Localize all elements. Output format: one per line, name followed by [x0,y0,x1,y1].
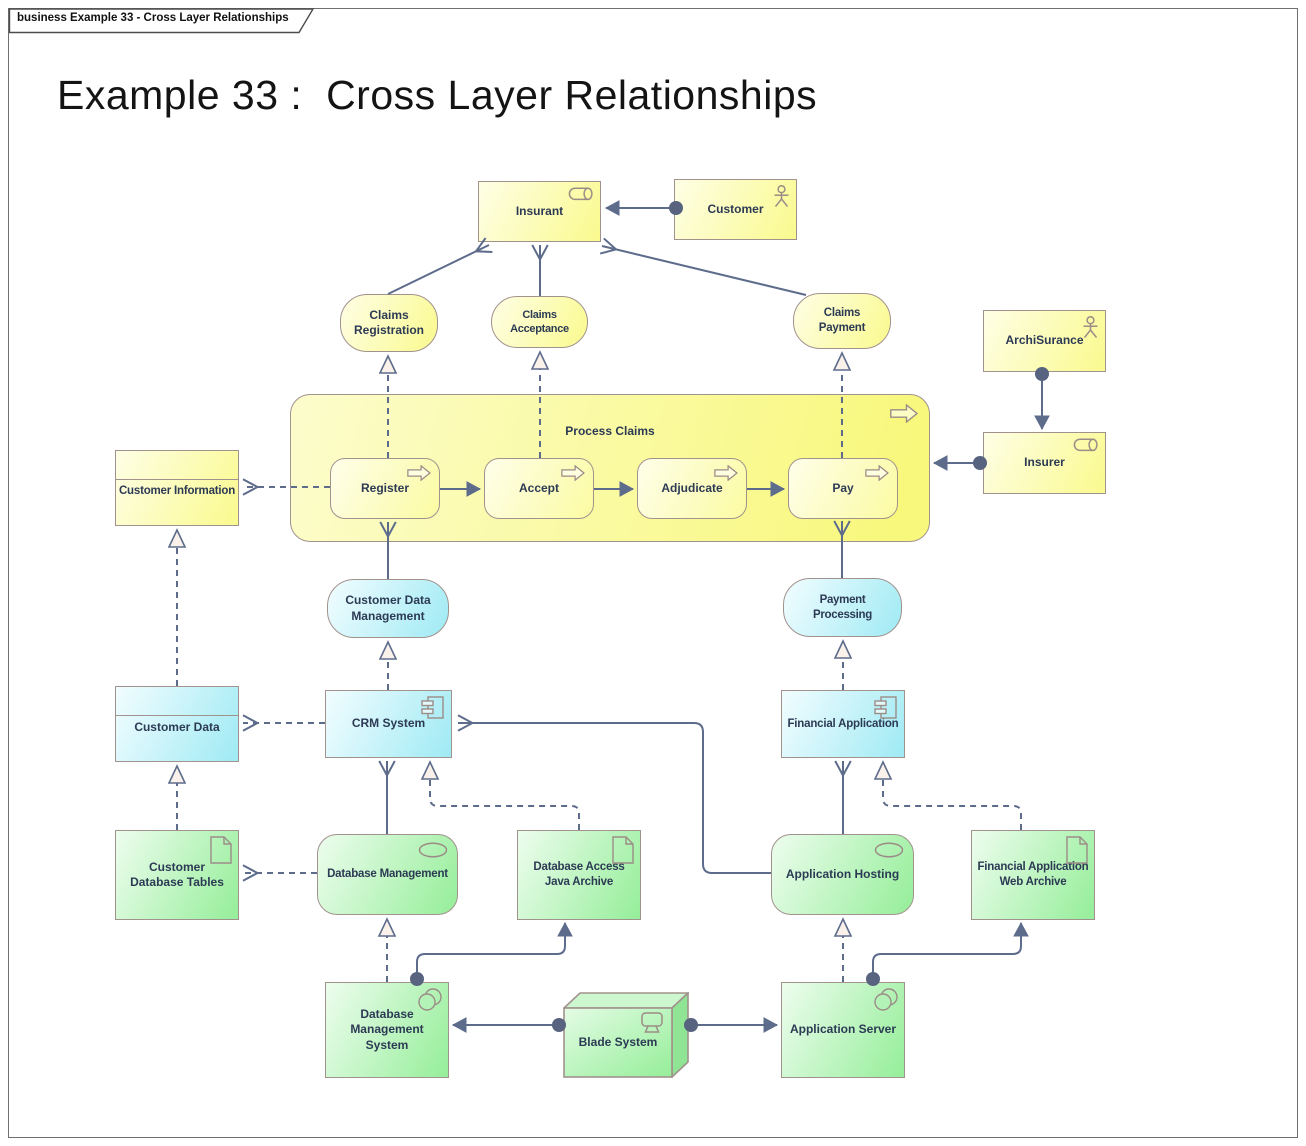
node-adjudicate[interactable]: Adjudicate [637,458,747,519]
node-insurer[interactable]: Insurer [983,432,1106,494]
node-claims-registration[interactable]: Claims Registration [340,294,438,352]
node-label: Database Management System [350,1006,424,1052]
node-crm-system[interactable]: CRM System [325,690,452,758]
node-label: Financial Application [787,717,899,730]
node-customer-database-tables[interactable]: Customer Database Tables [115,830,239,920]
node-label: Adjudicate [661,480,723,495]
node-customer-information[interactable]: Customer Information [115,450,239,526]
node-3d-shape [561,991,691,1079]
technology-service-icon [418,842,448,858]
node-label: Database Management [327,868,448,881]
device-icon [641,1012,663,1033]
process-arrow-icon [865,465,889,481]
node-database-access-java-archive[interactable]: Database Access Java Archive [517,830,641,920]
data-object-top-compartment [115,686,239,716]
diagram-tab-label: business Example 33 - Cross Layer Relati… [17,12,289,24]
node-label: Register [360,480,410,495]
node-label: Accept [518,480,559,495]
node-label: Blade System [578,1035,658,1050]
node-pay[interactable]: Pay [788,458,898,519]
process-arrow-icon [890,404,918,423]
node-customer[interactable]: Customer [674,179,797,240]
node-label: Insurer [1024,455,1065,470]
node-label: Customer Database Tables [130,859,224,889]
process-arrow-icon [561,465,585,481]
node-financial-application[interactable]: Financial Application [781,690,905,758]
node-archisurance[interactable]: ArchiSurance [983,310,1106,372]
node-customer-data-management[interactable]: Customer Data Management [327,579,449,638]
role-icon [1073,438,1098,452]
node-customer-data[interactable]: Customer Data [115,686,239,762]
node-claims-payment[interactable]: Claims Payment [793,293,891,349]
business-object-top-compartment [115,450,239,480]
node-financial-application-web-archive[interactable]: Financial Application Web Archive [971,830,1095,920]
system-software-icon [874,988,898,1011]
page-title: Example 33 : Cross Layer Relationships [57,72,818,118]
node-label: Pay [832,480,854,495]
node-label: Claims Payment [818,307,866,334]
node-label: Financial Application Web Archive [977,861,1089,888]
node-blade-system[interactable]: Blade System [561,991,691,1079]
node-application-server[interactable]: Application Server [781,982,905,1078]
node-payment-processing[interactable]: Payment Processing [783,578,902,637]
node-label: Process Claims [565,424,655,438]
node-database-management-system[interactable]: Database Management System [325,982,449,1078]
node-label: Claims Acceptance [510,308,569,335]
process-arrow-icon [714,465,738,481]
node-label: Application Server [789,1022,897,1037]
actor-icon [774,185,789,207]
node-label: Customer Data Management [345,593,431,623]
node-label: Customer [707,201,764,216]
node-label: Customer Data [134,720,220,734]
process-arrow-icon [407,465,431,481]
node-database-management[interactable]: Database Management [317,834,458,915]
diagram-frame-border [8,8,1298,1138]
node-label: ArchiSurance [1005,333,1084,348]
role-icon [568,187,593,201]
node-label: Database Access Java Archive [533,861,625,888]
actor-icon [1083,316,1098,338]
node-insurant[interactable]: Insurant [478,181,601,242]
node-label: Application Hosting [785,866,900,881]
node-label: CRM System [351,716,426,731]
node-label: Insurant [515,203,564,218]
node-register[interactable]: Register [330,458,440,519]
technology-service-icon [874,842,904,858]
node-label: Customer Information [118,485,236,497]
node-claims-acceptance[interactable]: Claims Acceptance [491,296,588,348]
node-label: Claims Registration [353,307,424,337]
node-accept[interactable]: Accept [484,458,594,519]
node-label: Payment Processing [813,593,872,621]
node-application-hosting[interactable]: Application Hosting [771,834,914,915]
